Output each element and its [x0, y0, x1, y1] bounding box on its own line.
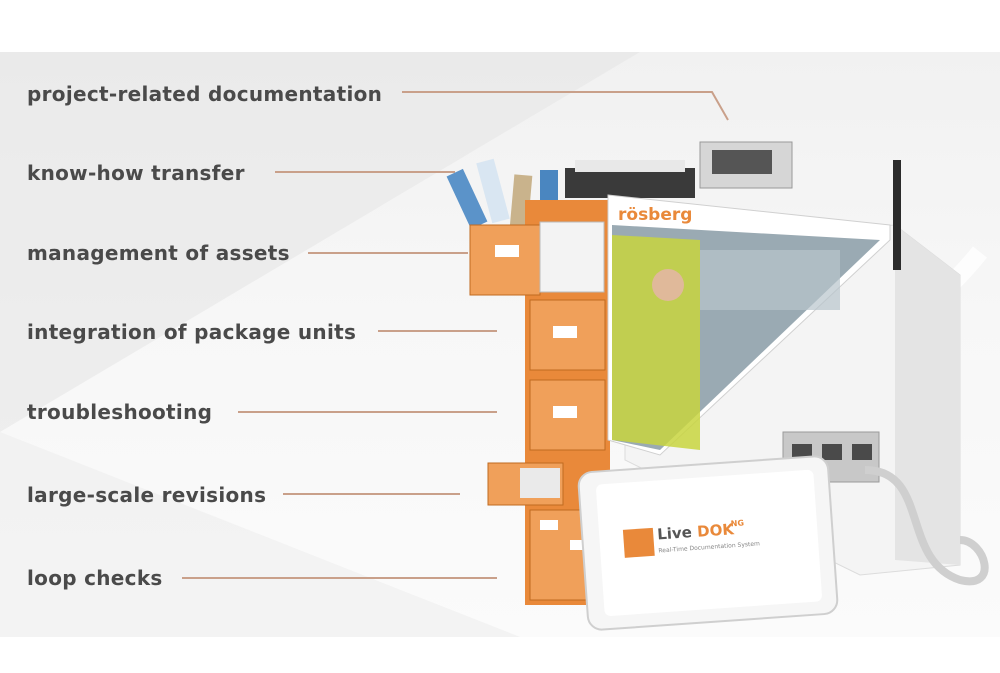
feature-label: management of assets [27, 241, 290, 265]
printer [699, 141, 793, 189]
tablet-device: Live DOK NG Real-Time Documentation Syst… [577, 455, 839, 631]
tablet-title-sup: NG [730, 518, 744, 528]
feature-item-know-how: know-how transfer [0, 157, 520, 187]
antenna-icon [893, 160, 901, 270]
tablet-logo-icon [622, 527, 655, 558]
feature-label: integration of package units [27, 320, 357, 344]
feature-item-loop-checks: loop checks [0, 562, 520, 592]
feature-item-package-units: integration of package units [0, 316, 520, 346]
feature-item-assets: management of assets [0, 237, 520, 267]
feature-item-revisions: large-scale revisions [0, 479, 520, 509]
feature-label: project-related documentation [27, 82, 383, 106]
tablet-title-a: Live [657, 523, 693, 543]
feature-item-documentation: project-related documentation [0, 78, 520, 108]
connector-line [402, 91, 729, 121]
brand-logo: rösberg [618, 205, 692, 225]
feature-label: large-scale revisions [27, 483, 267, 507]
feature-label: troubleshooting [27, 400, 213, 424]
binders [565, 160, 695, 198]
feature-label: loop checks [27, 566, 163, 590]
feature-label: know-how transfer [27, 161, 245, 185]
tablet-title-b: DOK [697, 520, 736, 541]
feature-item-troubleshooting: troubleshooting [0, 396, 520, 426]
connector-lines [182, 91, 729, 579]
brochure-panel: rösberg [607, 194, 891, 456]
cable [864, 466, 989, 586]
